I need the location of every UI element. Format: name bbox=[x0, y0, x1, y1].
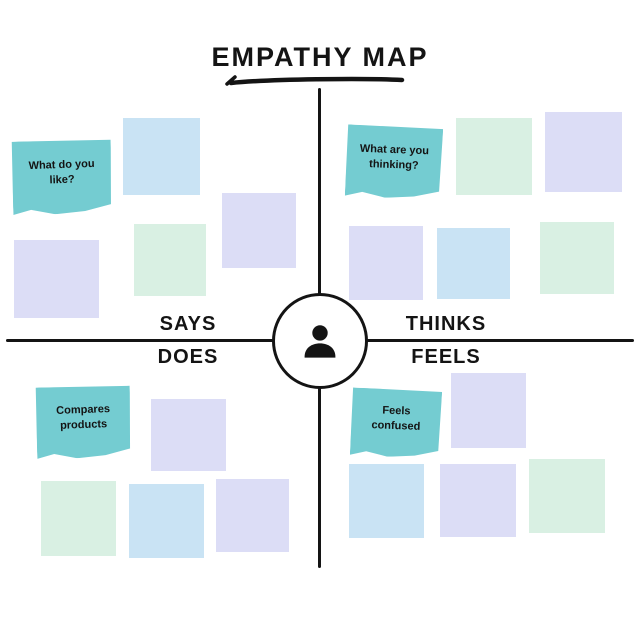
sticky-note-thinks-teal[interactable]: What are you thinking? bbox=[345, 124, 443, 199]
sticky-note-does-green[interactable] bbox=[41, 481, 116, 556]
sticky-note-feels-blue[interactable] bbox=[349, 464, 424, 538]
sticky-note-thinks-lavender[interactable] bbox=[349, 226, 423, 300]
sticky-note-does-teal[interactable]: Compares products bbox=[35, 384, 132, 459]
sticky-note-thinks-green[interactable] bbox=[456, 118, 532, 195]
sticky-note-thinks-lavender[interactable] bbox=[545, 112, 622, 192]
sticky-note-label: What do you like? bbox=[28, 158, 95, 187]
quadrant-label-does: DOES bbox=[157, 346, 219, 368]
sticky-note-does-lavender[interactable] bbox=[151, 399, 226, 471]
sticky-note-says-lavender[interactable] bbox=[222, 193, 296, 268]
sticky-note-feels-green[interactable] bbox=[529, 459, 605, 533]
sticky-note-says-lavender[interactable] bbox=[14, 240, 99, 318]
sticky-note-label: Feels confused bbox=[371, 404, 421, 433]
person-icon bbox=[304, 325, 336, 358]
quadrant-label-says: SAYS bbox=[159, 313, 217, 335]
sticky-note-label: What are you thinking? bbox=[359, 142, 430, 172]
sticky-note-feels-teal[interactable]: Feels confused bbox=[350, 387, 442, 458]
sticky-note-does-blue[interactable] bbox=[129, 484, 204, 558]
quadrant-label-thinks: THINKS bbox=[405, 313, 487, 335]
sticky-note-does-lavender[interactable] bbox=[216, 479, 289, 552]
sticky-note-says-teal[interactable]: What do you like? bbox=[11, 138, 114, 215]
center-persona-circle bbox=[272, 293, 368, 389]
sticky-note-feels-lavender[interactable] bbox=[440, 464, 516, 537]
sticky-note-says-green[interactable] bbox=[134, 224, 206, 296]
sticky-note-label: Compares products bbox=[55, 403, 111, 432]
page-title: EMPATHY MAP bbox=[211, 42, 429, 72]
sticky-note-says-blue[interactable] bbox=[123, 118, 200, 195]
sticky-note-thinks-green[interactable] bbox=[540, 222, 614, 294]
sticky-note-thinks-blue[interactable] bbox=[437, 228, 510, 299]
title-underline bbox=[225, 75, 405, 86]
quadrant-label-feels: FEELS bbox=[411, 346, 481, 368]
sticky-note-feels-lavender[interactable] bbox=[451, 373, 526, 448]
